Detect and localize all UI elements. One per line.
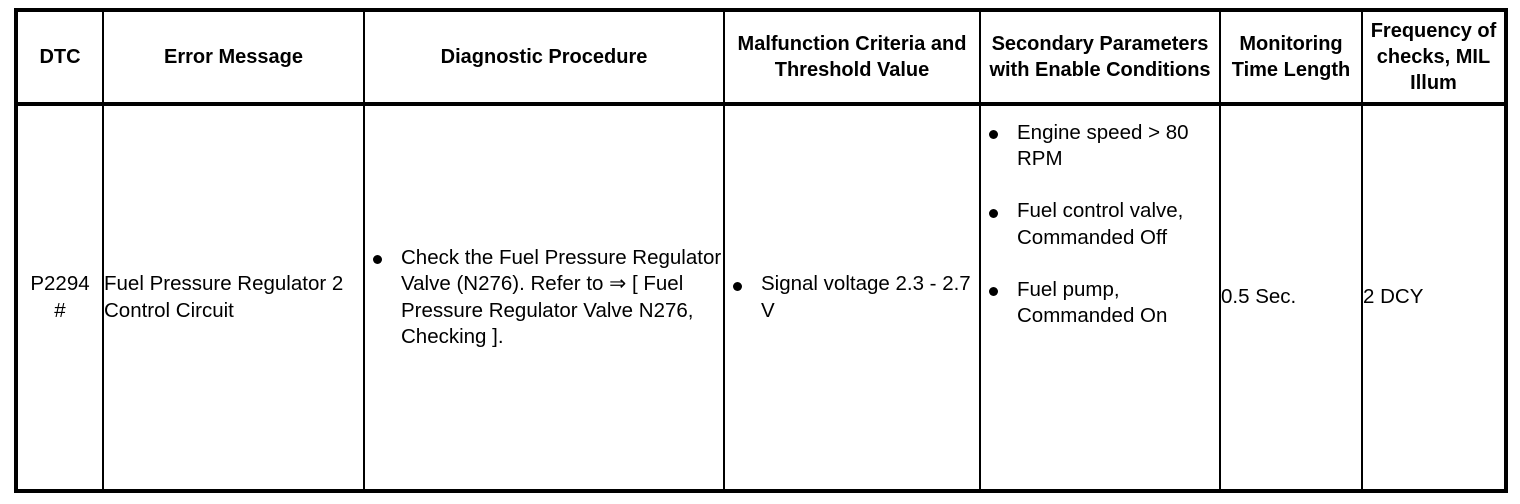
cell-diagnostic-procedure: Check the Fuel Pressure Regulator Valve … <box>363 104 725 491</box>
column-header-frequency: Frequency of checks, MIL Illum <box>1361 10 1506 106</box>
cell-error-message: Fuel Pressure Regulator 2 Control Circui… <box>102 104 365 491</box>
cell-monitoring-time: 0.5 Sec. <box>1219 104 1363 491</box>
cell-secondary-parameters: Engine speed > 80 RPM Fuel control valve… <box>979 104 1221 491</box>
bullet-icon <box>989 287 998 297</box>
secondary-bullet-list: Engine speed > 80 RPM Fuel control valve… <box>981 120 1219 329</box>
error-message-text: Fuel Pressure Regulator 2 Control Circui… <box>104 272 344 322</box>
list-item: Fuel control valve, Commanded Off <box>981 198 1219 250</box>
column-header-monitoring: Monitoring Time Length <box>1219 10 1363 106</box>
secondary-text-2: Fuel control valve, Commanded Off <box>1017 199 1184 249</box>
column-header-criteria: Malfunction Criteria and Threshold Value <box>723 10 981 106</box>
table-row: P2294 # Fuel Pressure Regulator 2 Contro… <box>16 104 1506 491</box>
bullet-icon <box>373 255 382 265</box>
column-header-secondary: Secondary Parameters with Enable Conditi… <box>979 10 1221 106</box>
dtc-table: DTC Error Message Diagnostic Procedure M… <box>14 8 1508 493</box>
list-item: Check the Fuel Pressure Regulator Valve … <box>365 245 723 350</box>
secondary-text-3: Fuel pump, Commanded On <box>1017 277 1168 328</box>
table-body: P2294 # Fuel Pressure Regulator 2 Contro… <box>16 104 1506 491</box>
secondary-text-1: Engine speed > 80 RPM <box>1017 121 1189 171</box>
column-header-error: Error Message <box>102 10 365 106</box>
header-row: DTC Error Message Diagnostic Procedure M… <box>16 10 1506 106</box>
cell-dtc: P2294 # <box>16 104 104 491</box>
frequency-text: 2 DCY <box>1363 285 1424 309</box>
dtc-marker: # <box>54 298 66 322</box>
bullet-icon <box>989 208 998 218</box>
criteria-text: Signal voltage 2.3 - 2.7 V <box>761 272 971 322</box>
table-header: DTC Error Message Diagnostic Procedure M… <box>16 10 1506 106</box>
dtc-table-container: DTC Error Message Diagnostic Procedure M… <box>14 8 1508 493</box>
list-item: Engine speed > 80 RPM <box>981 120 1219 172</box>
bullet-icon <box>989 130 998 140</box>
cell-frequency-of-checks: 2 DCY <box>1361 104 1506 491</box>
column-header-dtc: DTC <box>16 10 104 106</box>
diagnostic-bullet-list: Check the Fuel Pressure Regulator Valve … <box>365 245 723 350</box>
cell-malfunction-criteria: Signal voltage 2.3 - 2.7 V <box>723 104 981 491</box>
column-header-diagnostic: Diagnostic Procedure <box>363 10 725 106</box>
list-item: Signal voltage 2.3 - 2.7 V <box>725 271 979 323</box>
criteria-bullet-list: Signal voltage 2.3 - 2.7 V <box>725 271 979 323</box>
diagnostic-text: Check the Fuel Pressure Regulator Valve … <box>401 246 722 348</box>
list-item: Fuel pump, Commanded On <box>981 277 1219 329</box>
monitoring-time-text: 0.5 Sec. <box>1221 285 1297 309</box>
dtc-code: P2294 <box>30 272 90 296</box>
bullet-icon <box>733 281 742 291</box>
